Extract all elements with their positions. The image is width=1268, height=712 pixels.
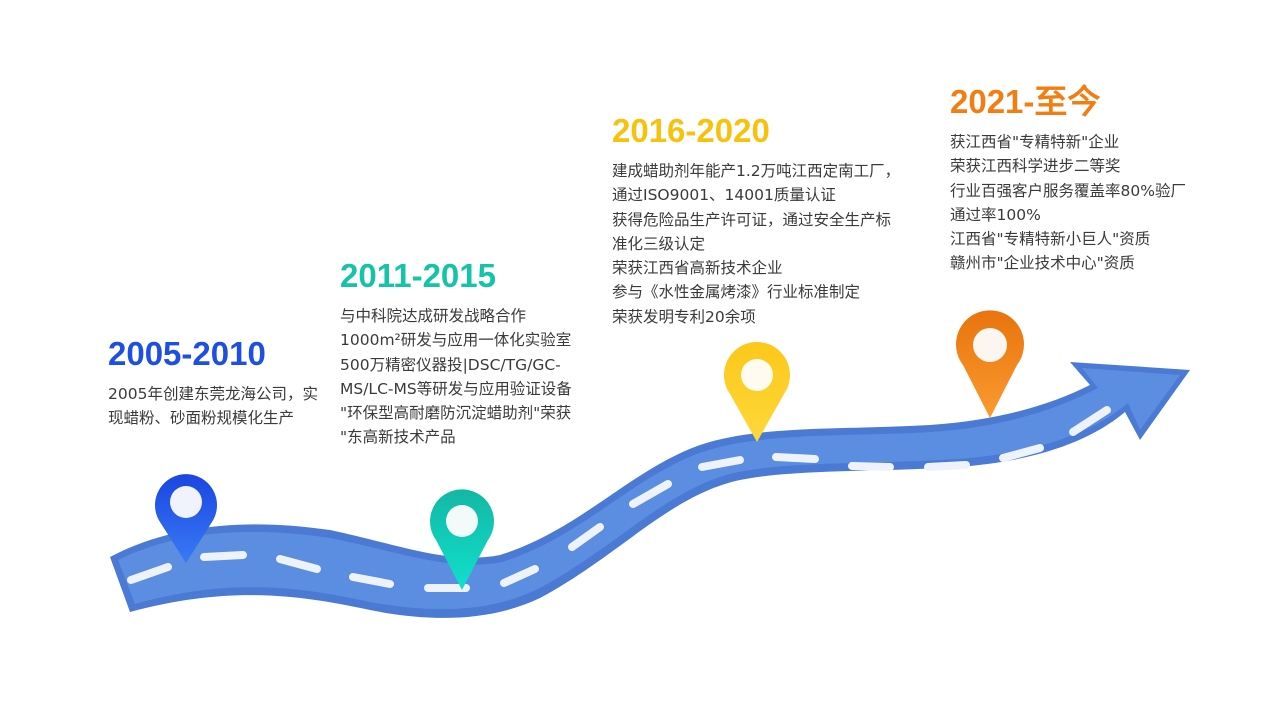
stage-line: 2005年创建东莞龙海公司，实现蜡粉、砂面粉规模化生产 [108,385,318,428]
timeline-stage-2021-present: 2021-至今 获江西省"专精特新"企业 荣获江西科学进步二等奖 行业百强客户服… [950,82,1186,276]
stage-description: 获江西省"专精特新"企业 荣获江西科学进步二等奖 行业百强客户服务覆盖率80%验… [950,130,1186,276]
stage-line: MS/LC-MS等研发与应用验证设备 [340,379,572,398]
stage-description: 2005年创建东莞龙海公司，实现蜡粉、砂面粉规模化生产 [108,382,323,431]
stage-line: 荣获江西省高新技术企业 [612,259,783,278]
stage-line: 获得危险品生产许可证，通过安全生产标 [612,210,892,229]
stage-description: 建成蜡助剂年能产1.2万吨江西定南工厂， 通过ISO9001、14001质量认证… [612,159,900,329]
stage-period-title: 2011-2015 [340,257,496,294]
stage-line: 通过率100% [950,205,1041,224]
stage-period-title: 2005-2010 [108,335,266,372]
timeline-stage-2005-2010: 2005-2010 2005年创建东莞龙海公司，实现蜡粉、砂面粉规模化生产 [108,334,323,431]
stage-line: 与中科院达成研发战略合作 [340,307,527,325]
timeline-stage-2016-2020: 2016-2020 建成蜡助剂年能产1.2万吨江西定南工厂， 通过ISO9001… [612,111,900,329]
stage-line: 获江西省"专精特新"企业 [950,133,1120,151]
stage-line: 荣获江西科学进步二等奖 [950,157,1121,176]
stage-period-title: 2021-至今 [950,83,1101,120]
lane-markings [127,406,1111,592]
stage-line: 准化三级认定 [612,234,706,253]
stage-line: "环保型高耐磨防沉淀蜡助剂"荣获 [340,404,572,423]
stage-line: 江西省"专精特新小巨人"资质 [950,230,1151,249]
stage-line: 建成蜡助剂年能产1.2万吨江西定南工厂， [612,162,901,180]
stage-period-title: 2016-2020 [612,112,770,149]
road [110,362,1190,618]
map-pin-icon [724,342,790,442]
stage-description: 与中科院达成研发战略合作 1000m²研发与应用一体化实验室 500万精密仪器投… [340,304,572,450]
stage-line: 荣获发明专利20余项 [612,307,756,326]
timeline-stage-2011-2015: 2011-2015 与中科院达成研发战略合作 1000m²研发与应用一体化实验室… [340,256,572,450]
stage-line: 500万精密仪器投|DSC/TG/GC- [340,355,561,374]
map-pin-icon [956,310,1024,418]
stage-line: "东高新技术产品 [340,428,456,447]
stage-line: 1000m²研发与应用一体化实验室 [340,331,572,350]
stage-line: 通过ISO9001、14001质量认证 [612,186,836,205]
map-pin-icon [155,474,217,563]
stage-line: 行业百强客户服务覆盖率80%验厂 [950,181,1186,200]
map-pin-icon [430,489,495,590]
stage-line: 参与《水性金属烤漆》行业标准制定 [612,283,861,302]
stage-line: 赣州市"企业技术中心"资质 [950,254,1135,273]
